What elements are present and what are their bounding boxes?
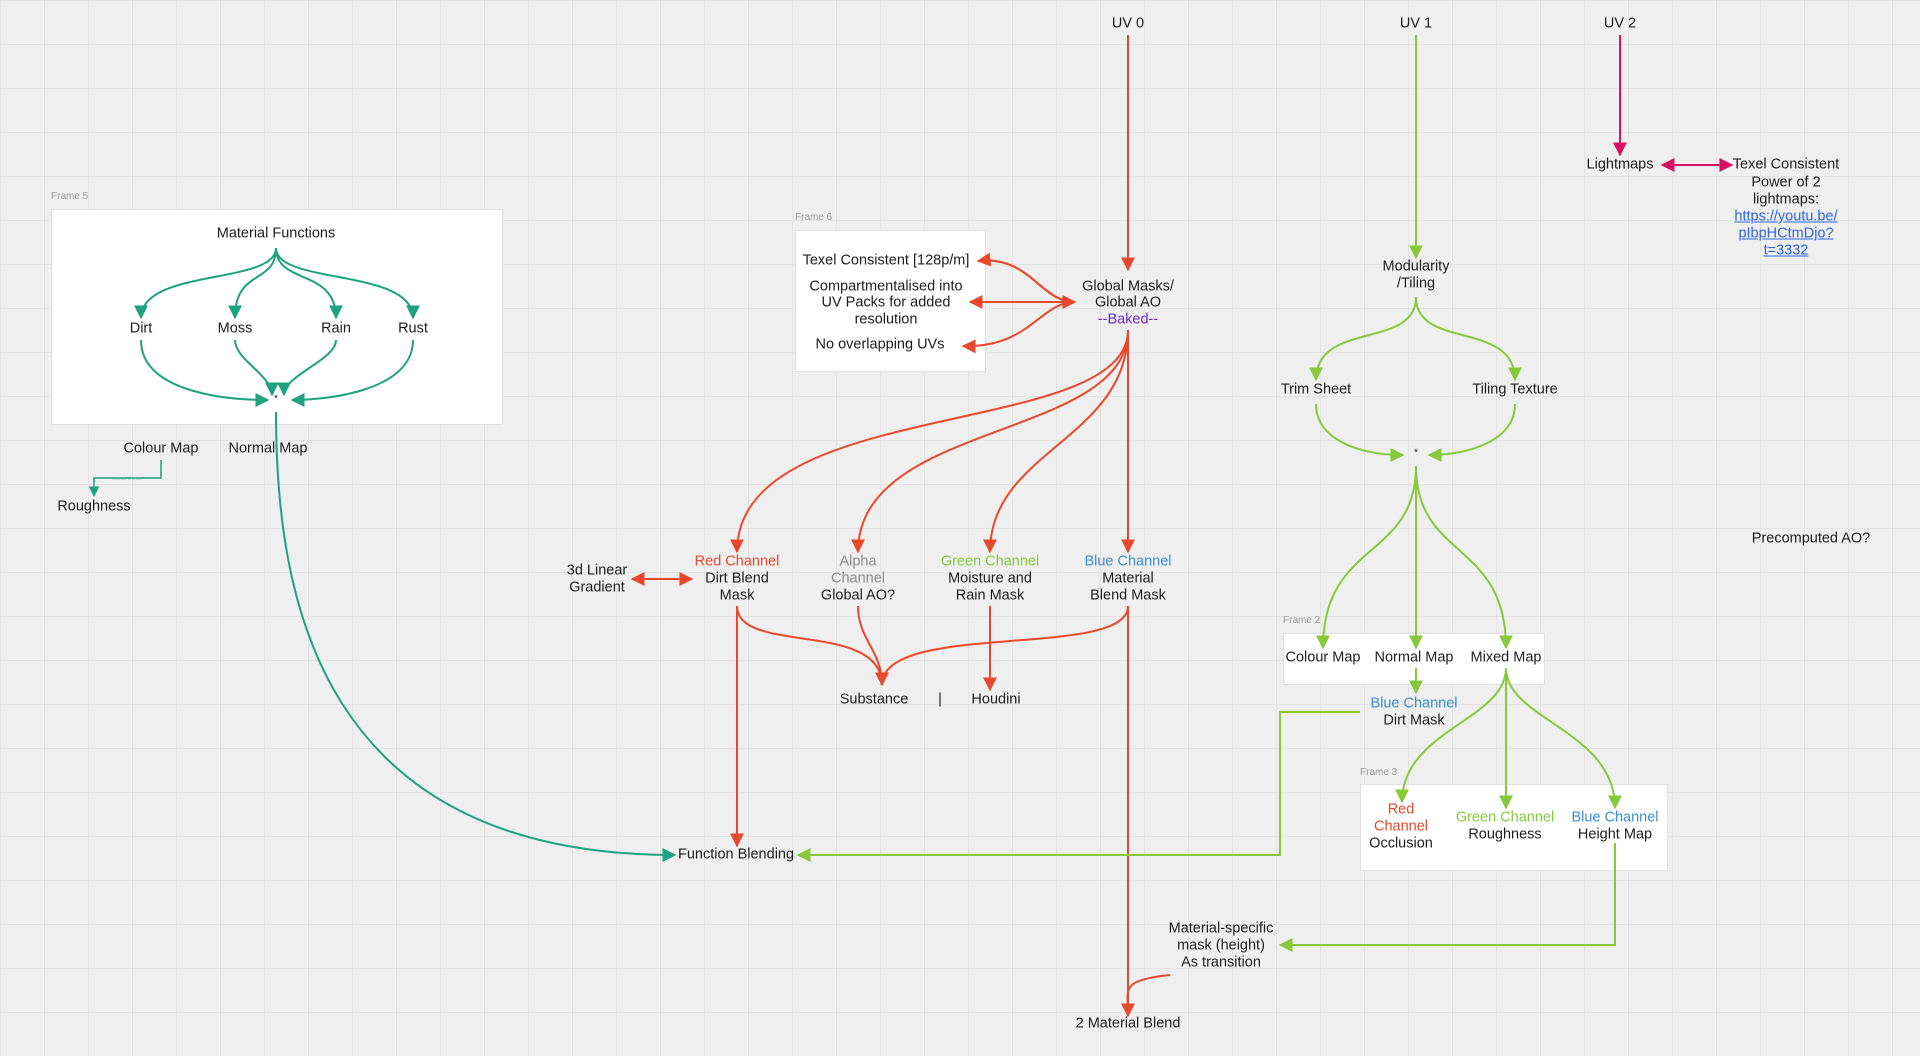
- alpha-channel-line2: Channel: [830, 570, 886, 587]
- green-channel-title: Green Channel: [940, 553, 1040, 570]
- frame2-label: Frame 2: [1283, 615, 1321, 626]
- youtube-link-line2[interactable]: pIbpHCtmDjo?: [1738, 225, 1834, 242]
- youtube-link-line3[interactable]: t=3332: [1763, 242, 1809, 259]
- compartmentalised-line3: resolution: [854, 311, 918, 328]
- alpha-channel-line3: Global AO?: [820, 587, 896, 604]
- modularity-line1: Modularity: [1382, 258, 1450, 275]
- texel-consistent-node: Texel Consistent [128p/m]: [802, 252, 970, 269]
- red-channel-line2: Mask: [719, 587, 755, 604]
- function-blending-node: Function Blending: [677, 846, 795, 863]
- no-overlapping-node: No overlapping UVs: [815, 336, 945, 353]
- youtube-link-line1[interactable]: https://youtu.be/: [1734, 208, 1838, 225]
- normal-map-node: Normal Map: [228, 440, 308, 457]
- compartmentalised-line2: UV Packs for added: [821, 294, 951, 311]
- moss-node: Moss: [217, 320, 253, 337]
- frame3-label: Frame 3: [1360, 767, 1398, 778]
- uv1-blue-channel-title: Blue Channel: [1370, 695, 1458, 712]
- uv0-label: UV 0: [1111, 15, 1145, 32]
- frame3-red-line1: Red: [1387, 801, 1415, 818]
- uv1-colour-map-node: Colour Map: [1285, 649, 1361, 666]
- rust-node: Rust: [398, 320, 428, 337]
- frame3-blue-title: Blue Channel: [1571, 809, 1659, 826]
- red-channel-line1: Dirt Blend: [705, 570, 769, 587]
- global-masks-line2: Global AO: [1094, 294, 1162, 311]
- frame3-occlusion: Occlusion: [1369, 835, 1433, 852]
- frame3-height-map: Height Map: [1577, 826, 1653, 843]
- global-masks-line1: Global Masks/: [1082, 278, 1174, 295]
- inverted-channel-label: Inverted Channel?: [111, 475, 145, 481]
- dirt-node: Dirt: [129, 320, 153, 337]
- tiling-texture-node: Tiling Texture: [1472, 381, 1558, 398]
- power-of-2-line1: Power of 2: [1751, 174, 1821, 191]
- tools-separator: |: [938, 691, 942, 708]
- red-channel-title: Red Channel: [694, 553, 780, 570]
- uv1-normal-map-node: Normal Map: [1374, 649, 1454, 666]
- frame3-red-line2: Channel: [1373, 818, 1429, 835]
- frame6: [795, 230, 986, 372]
- uv2-texel-consistent: Texel Consistent: [1732, 156, 1840, 173]
- power-of-2-line2: lightmaps:: [1752, 191, 1820, 208]
- roughness-node: Roughness: [57, 498, 131, 515]
- frame6-label: Frame 6: [795, 212, 833, 223]
- blue-channel-line1: Material: [1102, 570, 1154, 587]
- green-channel-line2: Rain Mask: [955, 587, 1025, 604]
- frame3-roughness: Roughness: [1468, 826, 1542, 843]
- functions-join-node: *: [274, 393, 278, 405]
- lightmaps-node: Lightmaps: [1586, 156, 1654, 173]
- green-channel-line1: Moisture and: [948, 570, 1032, 587]
- red-connectors: [630, 35, 1171, 1018]
- material-functions-title: Material Functions: [216, 225, 336, 242]
- magenta-connectors: [1613, 35, 1734, 172]
- compartmentalised-line1: Compartmentalised into: [809, 278, 963, 295]
- blue-channel-line2: Blend Mask: [1090, 587, 1166, 604]
- precomputed-ao-note: Precomputed AO?: [1751, 530, 1871, 547]
- teal-connectors: [88, 247, 677, 862]
- material-specific-line3: As transition: [1181, 954, 1261, 971]
- frame5-label: Frame 5: [51, 191, 89, 202]
- substance-node: Substance: [839, 691, 909, 708]
- uv1-join-node: *: [1414, 447, 1418, 459]
- blue-channel-title: Blue Channel: [1084, 553, 1172, 570]
- modularity-line2: /Tiling: [1396, 275, 1436, 292]
- uv2-label: UV 2: [1603, 15, 1637, 32]
- green-connectors: [796, 35, 1622, 952]
- rain-node: Rain: [321, 320, 351, 337]
- colour-map-node: Colour Map: [123, 440, 199, 457]
- frame3-green-title: Green Channel: [1455, 809, 1555, 826]
- linear-gradient-line2: Gradient: [569, 579, 625, 596]
- material-specific-line1: Material-specific: [1168, 920, 1274, 937]
- uv1-mixed-map-node: Mixed Map: [1470, 649, 1542, 666]
- trim-sheet-node: Trim Sheet: [1280, 381, 1352, 398]
- houdini-node: Houdini: [971, 691, 1021, 708]
- alpha-channel-line1: Alpha: [839, 553, 877, 570]
- uv1-label: UV 1: [1399, 15, 1433, 32]
- material-specific-line2: mask (height): [1177, 937, 1265, 954]
- uv1-dirt-mask: Dirt Mask: [1383, 712, 1445, 729]
- two-material-blend-node: 2 Material Blend: [1075, 1015, 1181, 1032]
- global-masks-baked: --Baked--: [1097, 311, 1159, 328]
- linear-gradient-line1: 3d Linear: [566, 562, 628, 579]
